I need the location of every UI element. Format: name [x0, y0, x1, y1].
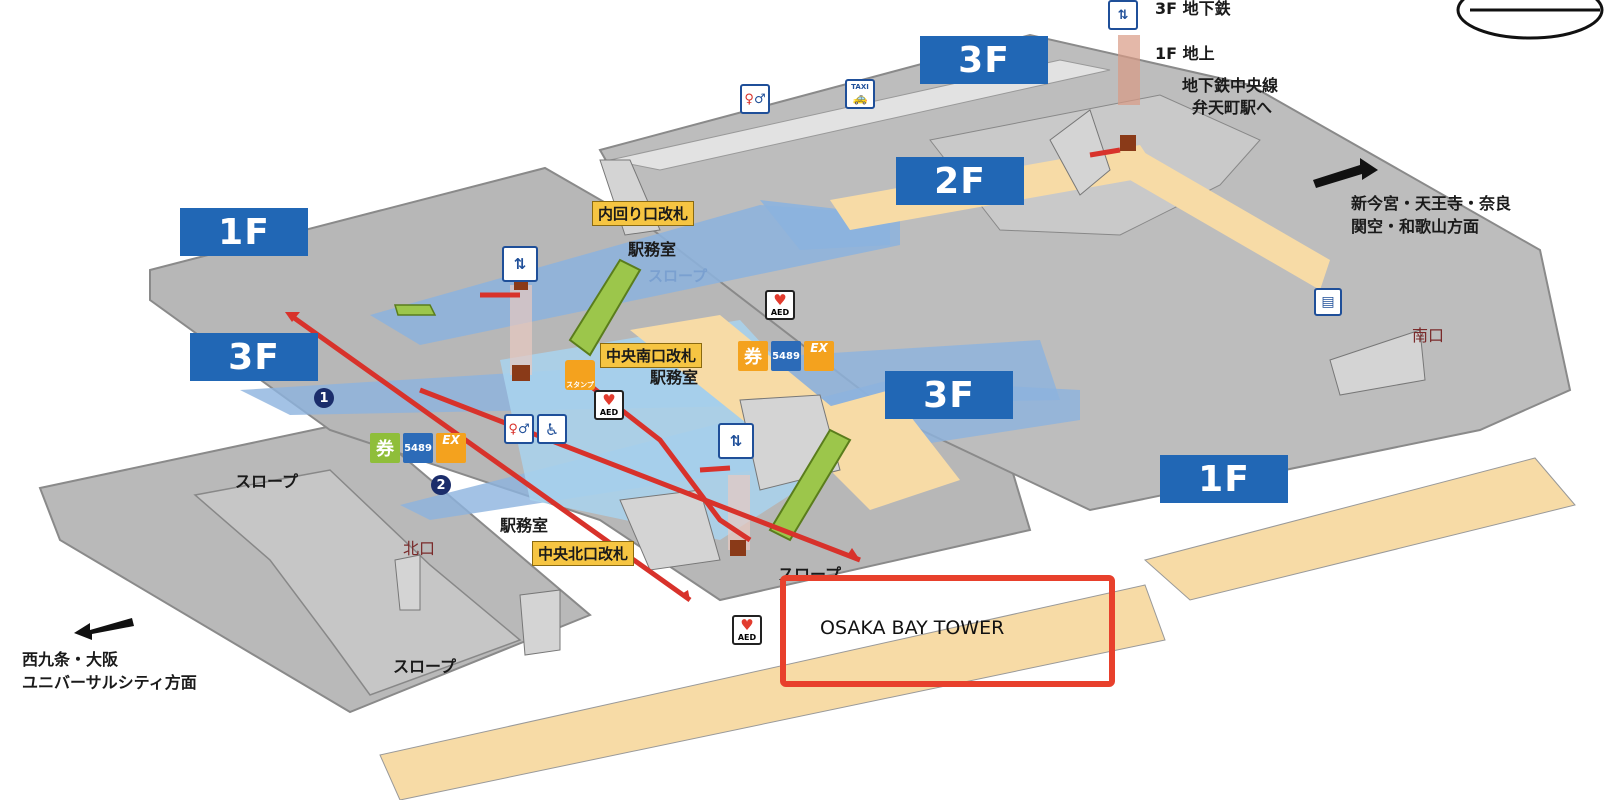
ex-icon-left: EX — [436, 433, 466, 463]
escalator-top — [568, 258, 642, 357]
route-arrowheads — [285, 312, 860, 600]
concourse-upper-wall — [609, 59, 1111, 171]
direction-right-line1: 新今宮・天王寺・奈良 — [1351, 194, 1512, 213]
restroom-icon-center: ♀♂ — [504, 414, 534, 444]
tan-strip-2 — [1130, 150, 1330, 290]
dir-arrow-left — [74, 618, 134, 640]
aed-icon-bottom: ♥AED — [732, 615, 762, 645]
floor-badge-1f-left: 1F — [180, 208, 308, 256]
dir-arrow-right — [1313, 158, 1378, 188]
service-5489-icon-right: 5489 — [771, 341, 801, 371]
direction-right-line2: 関空・和歌山方面 — [1351, 217, 1480, 236]
subway-station-label: 弁天町駅へ — [1192, 98, 1273, 117]
taxi-icon: TAXI 🚕 — [845, 79, 875, 109]
aed-icon-center: ♥AED — [594, 390, 624, 420]
north-exit-label: 北口 — [403, 539, 436, 558]
restroom-icon-top: ♀♂ — [740, 84, 770, 114]
track-bed-right — [1143, 457, 1576, 601]
slope-label-left: スロープ — [235, 472, 299, 491]
wheelchair-icon: ♿ — [537, 414, 567, 444]
aed-icon-top: ♥AED — [765, 290, 795, 320]
floor-badge-1f-right: 1F — [1160, 455, 1288, 503]
elevator-icon-top: ⇅ — [1108, 0, 1138, 30]
slope-label-top: スロープ — [648, 267, 708, 285]
elevator-shaft-top — [1118, 35, 1140, 105]
locker-icon: ▤ — [1314, 288, 1342, 316]
floor-badge-3f-left: 3F — [190, 333, 318, 381]
gate-central-south: 中央南口改札 — [600, 343, 703, 368]
elevator-box-2 — [512, 365, 530, 381]
elevator-box-1 — [1120, 135, 1136, 151]
highlight-box — [780, 575, 1115, 687]
floor-badge-2f: 2F — [896, 157, 1024, 205]
station-office-label-3: 駅務室 — [500, 516, 549, 535]
platform-lower-left-inner — [193, 469, 522, 696]
compass — [1456, 0, 1604, 40]
floor-badge-3f-top: 3F — [920, 36, 1048, 84]
subway-line-label: 地下鉄中央線 — [1182, 76, 1279, 95]
service-5489-icon-left: 5489 — [403, 433, 433, 463]
elevator-shaft-left — [510, 285, 532, 375]
taxi-icon-label: TAXI — [851, 83, 869, 91]
direction-left-line1: 西九条・大阪 — [22, 650, 119, 669]
slope-label-bottom: スロープ — [393, 657, 457, 676]
escalator-left-small — [393, 304, 437, 316]
elevator-label-3f: 3F 地下鉄 — [1155, 0, 1231, 18]
elevator-label-1f: 1F 地上 — [1155, 44, 1215, 63]
gate-inner-loop: 内回り口改札 — [592, 201, 695, 226]
floor-badge-3f-mid: 3F — [885, 371, 1013, 419]
landmark-label: OSAKA BAY TOWER — [820, 617, 1005, 639]
south-exit-label: 南口 — [1412, 326, 1445, 345]
exit-number-2: 2 — [431, 475, 451, 495]
ticket-icon-left: 券 — [370, 433, 400, 463]
stamp-icon: スタンプ — [565, 360, 595, 390]
escalator-bottom — [768, 428, 852, 542]
gate-central-north: 中央北口改札 — [532, 541, 635, 566]
station-office-label-2: 駅務室 — [650, 368, 699, 387]
track-bed-bottom — [379, 584, 1166, 801]
exit-number-1: 1 — [314, 388, 334, 408]
ex-icon-right: EX — [804, 341, 834, 371]
elevator-icon-right: ⇅ — [718, 423, 754, 459]
station-office-label-1: 駅務室 — [628, 240, 677, 259]
ticket-icon-right: 券 — [738, 341, 768, 371]
direction-left-line2: ユニバーサルシティ方面 — [22, 673, 197, 692]
elevator-icon-left: ⇅ — [502, 246, 538, 282]
elevator-box-3 — [730, 540, 746, 556]
